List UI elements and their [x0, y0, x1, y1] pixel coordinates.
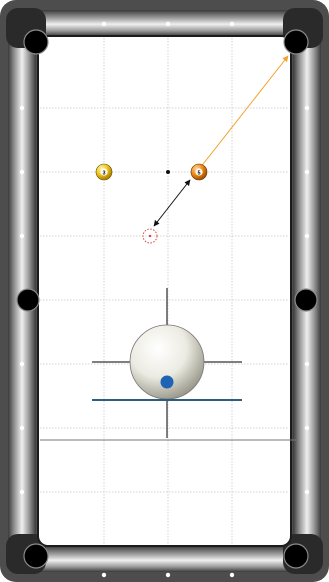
cue-tip-marker[interactable] — [160, 375, 174, 389]
table-felt[interactable] — [37, 35, 292, 547]
pocket-top-right — [284, 30, 308, 54]
yellow-3-ball[interactable]: 3 — [95, 163, 113, 181]
pocket-side-right — [295, 289, 317, 311]
cue-ball-aim-icon[interactable] — [92, 288, 242, 438]
pocket-bottom-right — [284, 544, 308, 568]
pockets — [17, 30, 317, 568]
ball-number-label: 3 — [102, 170, 105, 176]
orange-5-ball[interactable]: 5 — [190, 163, 208, 181]
foot-spot — [166, 170, 170, 174]
top-rail — [38, 10, 291, 36]
bottom-rail — [38, 546, 291, 572]
rail-diamonds — [19, 21, 310, 578]
cue-path-arrow — [153, 179, 191, 227]
table-grid — [40, 38, 289, 544]
ball-number-label: 5 — [197, 170, 200, 176]
pocket-rims — [16, 29, 318, 569]
pocket-side-left — [17, 289, 39, 311]
pocket-bottom-left — [24, 544, 48, 568]
pocket-top-left — [24, 30, 48, 54]
ghost-ball-icon[interactable] — [142, 228, 158, 244]
aim-line — [199, 55, 289, 169]
